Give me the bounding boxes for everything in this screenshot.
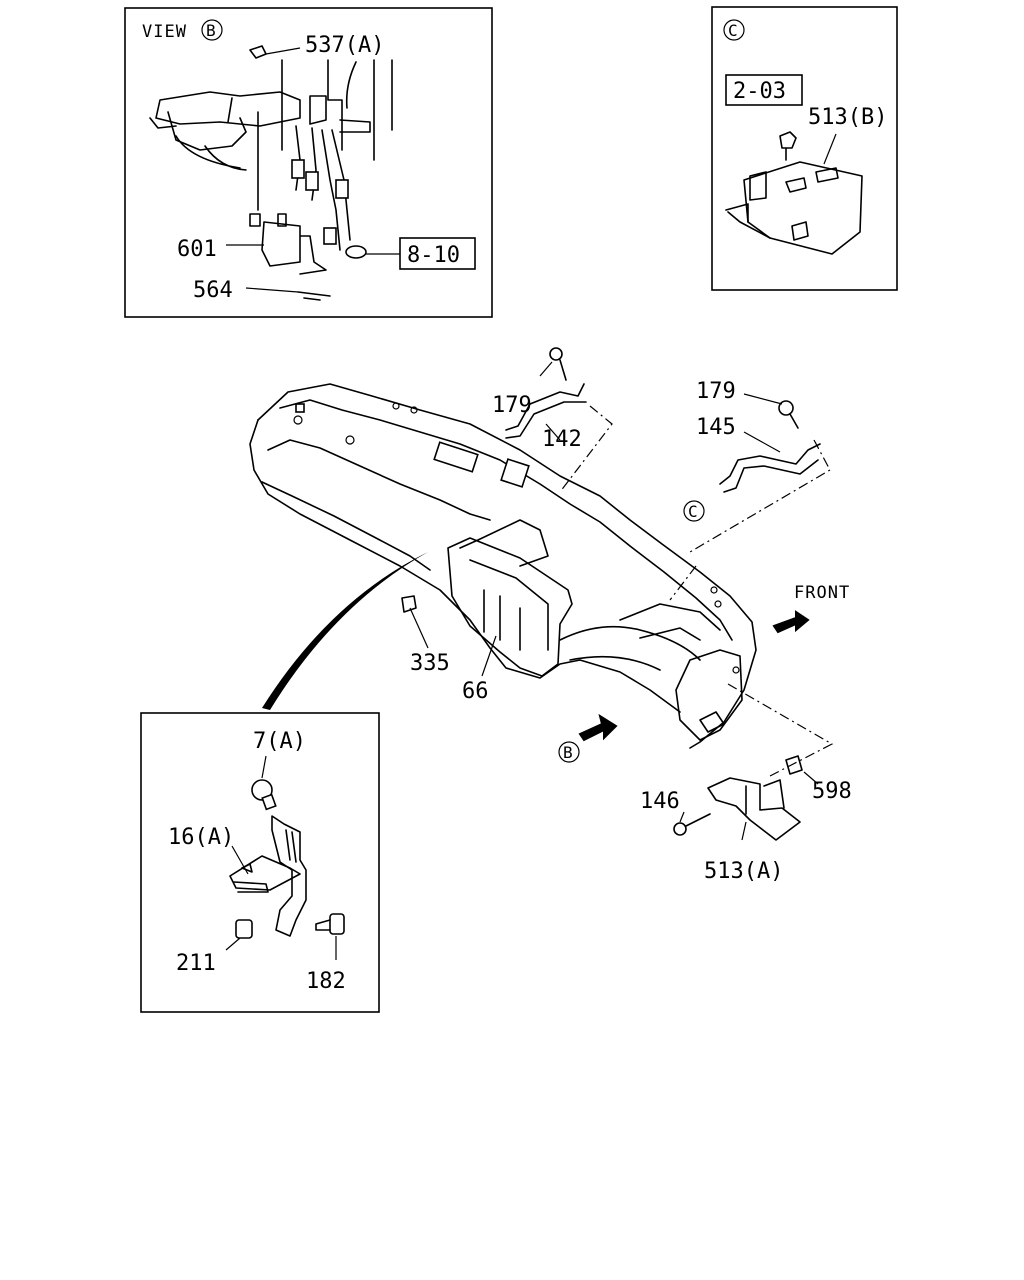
label-513b: 513(B) xyxy=(808,105,887,130)
leader-537a xyxy=(265,47,301,55)
main-b-marker-circle xyxy=(558,741,580,763)
view-b-frame xyxy=(124,7,493,318)
view-b-harness-drawing xyxy=(149,45,393,301)
leader-142 xyxy=(545,423,561,441)
detail-c-marker-circle xyxy=(723,19,745,41)
stays-drawing xyxy=(505,347,834,777)
bracket-513b-drawing xyxy=(725,131,863,255)
label-179b: 179 xyxy=(696,379,736,404)
view-b-marker: B xyxy=(206,21,216,40)
detail-bracket-inset: 7(A) 16(A) 211 182 xyxy=(140,712,380,1013)
label-2-03: 2-03 xyxy=(733,79,786,104)
label-537a: 537(A) xyxy=(305,33,384,58)
label-145: 145 xyxy=(696,415,736,440)
bracket-513a-drawing xyxy=(673,755,819,841)
label-66: 66 xyxy=(462,679,489,704)
main-b-marker: B xyxy=(563,743,573,762)
leader-564 xyxy=(245,287,299,293)
main-c-marker-circle xyxy=(683,500,705,522)
view-b-inset: VIEW B 537(A) 601 xyxy=(124,7,493,318)
view-b-title: VIEW xyxy=(142,22,187,42)
detail-c-frame xyxy=(711,6,898,291)
view-b-marker-circle xyxy=(201,19,223,41)
label-182: 182 xyxy=(306,969,346,994)
label-8-10: 8-10 xyxy=(407,243,460,268)
ref-box-2-03 xyxy=(725,74,803,106)
label-7a: 7(A) xyxy=(253,729,306,754)
label-142: 142 xyxy=(542,427,582,452)
cross-member-drawing xyxy=(249,383,757,749)
main-c-marker: C xyxy=(688,502,698,521)
detail-bracket-frame xyxy=(140,712,380,1013)
leader-335 xyxy=(409,607,429,649)
label-front: FRONT xyxy=(794,583,850,603)
label-564: 564 xyxy=(193,278,233,303)
bracket-16a-drawing xyxy=(225,755,345,960)
label-513a: 513(A) xyxy=(704,859,783,884)
label-601: 601 xyxy=(177,237,217,262)
detail-pointer-arrow xyxy=(262,552,428,710)
label-335: 335 xyxy=(410,651,450,676)
front-arrow xyxy=(772,610,810,634)
label-179a: 179 xyxy=(492,393,532,418)
detail-c-marker: C xyxy=(728,21,738,40)
label-211: 211 xyxy=(176,951,216,976)
leader-66 xyxy=(481,635,497,677)
label-598: 598 xyxy=(812,779,852,804)
label-146: 146 xyxy=(640,789,680,814)
b-view-arrow xyxy=(578,713,618,742)
leader-145 xyxy=(743,431,781,453)
leader-179a xyxy=(539,361,553,377)
ref-box-8-10 xyxy=(399,237,476,270)
leader-179b xyxy=(743,393,783,405)
detail-c-inset: C 2-03 513(B) xyxy=(711,6,898,291)
label-16a: 16(A) xyxy=(168,825,234,850)
